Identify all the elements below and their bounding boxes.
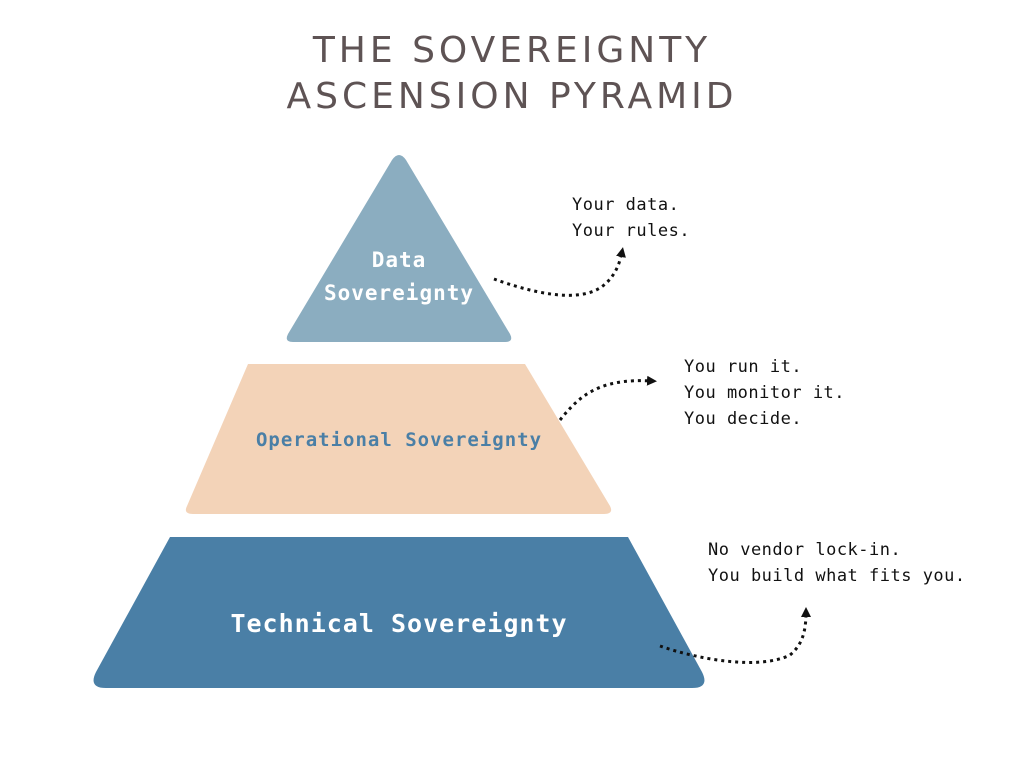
technical-sovereignty-note: No vendor lock-in. You build what fits y… xyxy=(708,537,966,589)
note-line: No vendor lock-in. xyxy=(708,540,902,560)
data-sovereignty-label-line-2: Sovereignty xyxy=(324,281,474,305)
note-line: Your data. xyxy=(572,195,680,215)
data-sovereignty-arrow xyxy=(493,247,626,297)
note-line: You run it. xyxy=(684,357,803,377)
operational-sovereignty-tier xyxy=(185,364,612,514)
data-sovereignty-note: Your data. Your rules. xyxy=(572,192,690,244)
title-line-2: ASCENSION PYRAMID xyxy=(286,76,738,117)
title-line-1: THE SOVEREIGNTY xyxy=(312,30,712,71)
diagram-title: THE SOVEREIGNTY ASCENSION PYRAMID xyxy=(0,28,1024,120)
operational-sovereignty-label: Operational Sovereignty xyxy=(256,429,542,451)
operational-sovereignty-arrow xyxy=(558,375,657,421)
data-sovereignty-label-line-1: Data xyxy=(372,248,427,272)
technical-sovereignty-label: Technical Sovereignty xyxy=(230,609,567,638)
note-line: You decide. xyxy=(684,409,803,429)
operational-sovereignty-note: You run it. You monitor it. You decide. xyxy=(684,354,845,432)
data-sovereignty-tier xyxy=(286,155,512,342)
technical-sovereignty-tier xyxy=(93,537,705,688)
note-line: You build what fits you. xyxy=(708,566,966,586)
note-line: Your rules. xyxy=(572,221,691,241)
note-line: You monitor it. xyxy=(684,383,846,403)
